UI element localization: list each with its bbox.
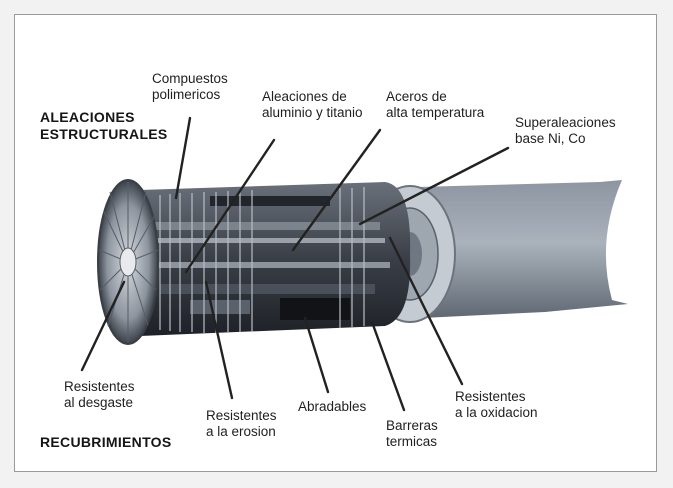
leader-erosion xyxy=(204,280,234,400)
label-oxidation-resistant: Resistentes a la oxidacion xyxy=(455,389,538,420)
heading-coatings: RECUBRIMIENTOS xyxy=(40,434,172,450)
leader-superaleaciones xyxy=(358,146,510,226)
leader-aceros xyxy=(291,128,382,252)
leader-abradables xyxy=(303,316,330,394)
label-erosion-resistant: Resistentes a la erosion xyxy=(206,408,277,439)
label-high-temp-steels: Aceros de alta temperatura xyxy=(386,89,485,120)
compressor-stages xyxy=(159,187,365,333)
label-superalloys: Superaleaciones base Ni, Co xyxy=(515,115,616,146)
leader-barreras xyxy=(370,320,406,412)
engine-core xyxy=(112,182,411,336)
leader-desgaste xyxy=(80,280,126,372)
leader-compuestos xyxy=(174,116,192,200)
label-wear-resistant: Resistentes al desgaste xyxy=(64,379,135,410)
heading-structural-alloys: ALEACIONES ESTRUCTURALES xyxy=(40,109,168,142)
leader-oxidacion xyxy=(388,236,464,386)
leader-lines xyxy=(80,116,510,412)
label-polymeric-composites: Compuestos polimericos xyxy=(152,71,228,102)
label-thermal-barriers: Barreras termicas xyxy=(386,418,438,449)
leader-aleaciones-al-ti xyxy=(184,138,276,274)
label-abradables: Abradables xyxy=(298,399,367,414)
label-al-ti-alloys: Aleaciones de aluminio y titanio xyxy=(262,89,363,120)
